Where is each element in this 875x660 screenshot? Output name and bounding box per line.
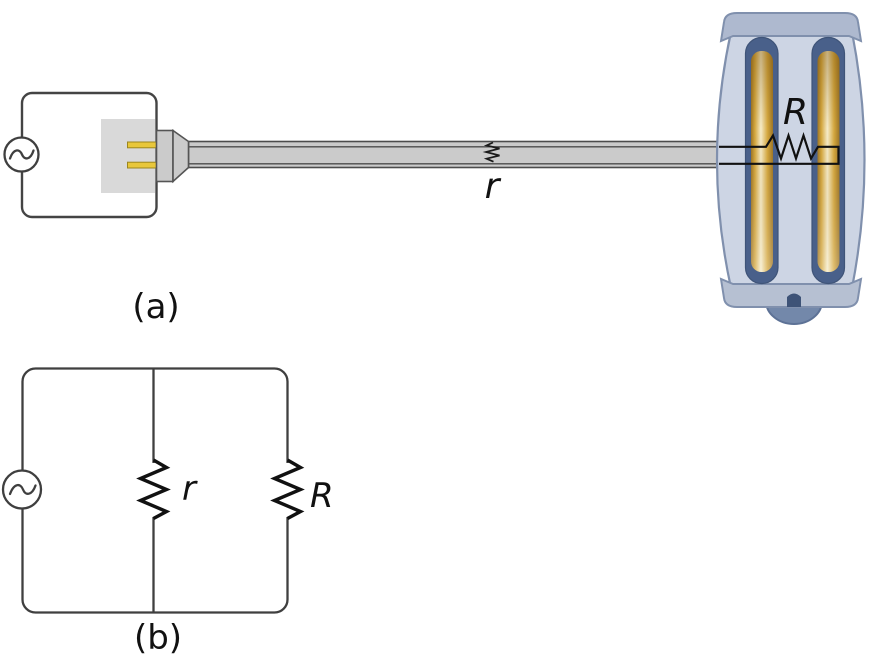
heating-element-right-shading: [817, 51, 840, 272]
toaster: R: [715, 12, 866, 325]
panel-a: r R (a): [3, 12, 866, 327]
resistor-r-label: r: [182, 469, 198, 509]
plug-body: [155, 129, 174, 183]
toaster-resistor-symbol: [719, 131, 840, 165]
plug-prong-top: [127, 141, 160, 149]
toaster-bottom-cap: [719, 277, 863, 308]
panel-b: r R (b): [1, 367, 334, 658]
resistor-R-label: R: [310, 476, 334, 516]
plug-prong-bottom: [127, 161, 160, 169]
heating-element-left-shading: [751, 51, 773, 272]
outlet-plate: [101, 119, 155, 193]
toaster-resistance-label: R: [783, 92, 808, 133]
ac-sine-icon-b: [8, 484, 37, 496]
panel-a-label: (a): [132, 287, 179, 327]
panel-b-label: (b): [134, 618, 182, 658]
resistor-r-symbol: [136, 458, 171, 520]
ac-sine-icon: [8, 149, 35, 160]
cord-resistance-label: r: [485, 166, 502, 207]
toaster-top-cap: [719, 12, 863, 43]
cord-resistor-symbol: [482, 141, 500, 163]
plug-neck: [172, 128, 190, 184]
toaster-lever-notch: [787, 293, 801, 307]
resistor-R-symbol: [270, 458, 305, 520]
